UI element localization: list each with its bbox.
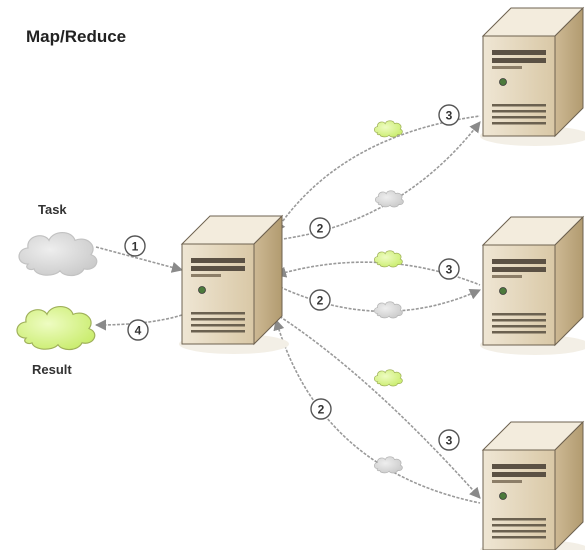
connectors [94,115,482,504]
result-label: Result [32,362,72,377]
data-chunks [373,120,404,474]
step-number: 4 [135,324,142,338]
cloud-icon [373,120,403,138]
edge-master-to-worker-top [274,121,481,241]
task-label: Task [38,202,67,217]
step-number: 2 [317,294,324,308]
step-badge-2-top: 2 [309,217,331,239]
step-badges: 1 4 3 2 3 2 2 3 [124,104,460,451]
result-cloud: Result [16,305,96,377]
edge-master-to-worker-mid [275,284,482,313]
master-server-icon [178,215,290,355]
step-badge-3-top: 3 [438,104,460,126]
worker-server-top-icon [479,7,585,147]
cloud-icon [373,250,403,268]
page-title: Map/Reduce [26,27,126,46]
step-number: 3 [446,109,453,123]
step-number: 3 [446,434,453,448]
step-number: 1 [132,240,139,254]
worker-server-middle-icon [479,216,585,356]
cloud-icon [18,231,98,277]
step-badge-3-middle: 3 [438,258,460,280]
cloud-icon [373,301,403,319]
edge-worker-bottom-results [273,318,481,504]
cloud-icon [374,190,404,208]
cloud-icon [373,456,403,474]
step-badge-3-bottom: 3 [438,429,460,451]
edge-master-to-worker-bottom [275,313,481,499]
task-cloud: Task [18,202,98,277]
step-badge-1: 1 [124,235,146,257]
step-number: 3 [446,263,453,277]
edge-task-to-master [95,246,184,273]
step-badge-2-middle: 2 [309,289,331,311]
worker-server-bottom-icon [479,421,585,550]
step-badge-4: 4 [127,319,149,341]
cloud-icon [16,305,96,351]
step-badge-2-bottom: 2 [310,398,332,420]
cloud-icon [373,369,403,387]
step-number: 2 [317,222,324,236]
step-number: 2 [318,403,325,417]
